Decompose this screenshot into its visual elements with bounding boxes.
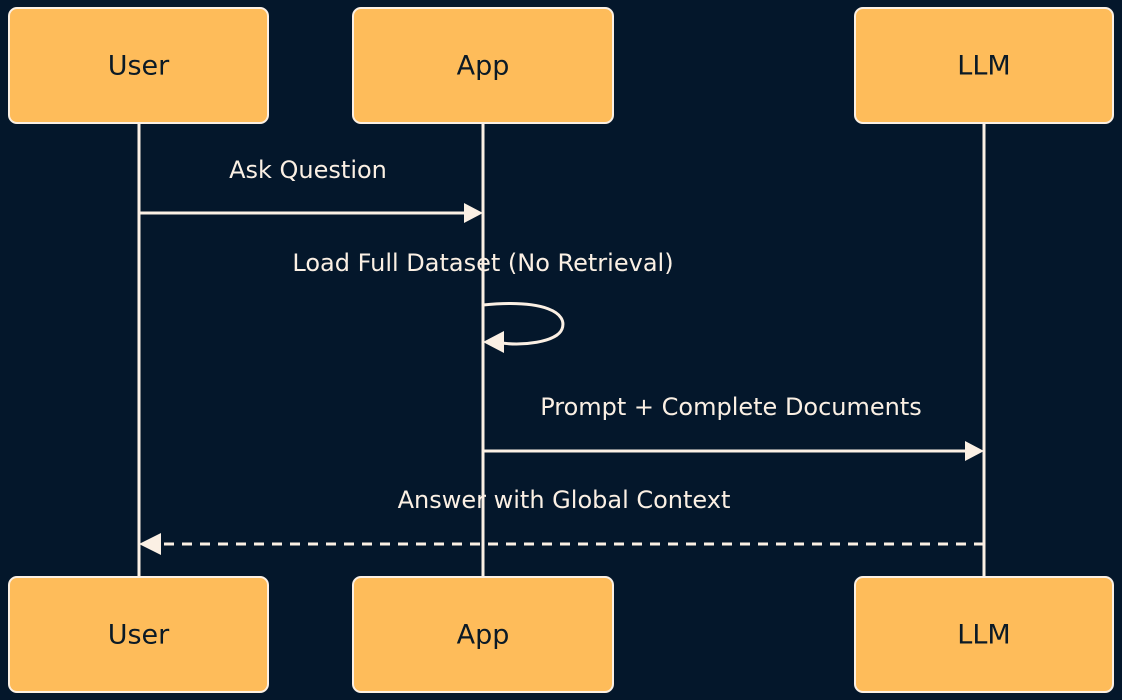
message-ask-question[interactable]: Ask Question [139, 156, 483, 223]
actor-rect-user-bottom [8, 576, 269, 693]
arrowhead-load-full-dataset [483, 331, 504, 353]
actor-label-user-top: User [108, 51, 170, 82]
arrowhead-answer-with-global-context [139, 533, 161, 555]
message-label-ask-question: Ask Question [229, 156, 387, 184]
actor-rect-app-top [352, 7, 614, 124]
actor-rect-llm-bottom [854, 576, 1114, 693]
message-label-prompt-complete-documents: Prompt + Complete Documents [540, 393, 922, 421]
actor-box-app-top[interactable]: App [352, 7, 614, 124]
message-label-answer-with-global-context: Answer with Global Context [398, 486, 731, 514]
actor-box-user-bottom[interactable]: User [8, 576, 269, 693]
message-answer-with-global-context[interactable]: Answer with Global Context [139, 486, 984, 555]
lifelines-group [137, 123, 986, 577]
actor-rect-app-bottom [352, 576, 614, 693]
actor-label-user-bottom: User [108, 620, 170, 651]
self-loop-path-load-full-dataset [482, 302, 565, 346]
message-prompt-complete-documents[interactable]: Prompt + Complete Documents [483, 393, 984, 461]
message-load-full-dataset[interactable]: Load Full Dataset (No Retrieval) [292, 249, 674, 353]
actor-box-llm-top[interactable]: LLM [854, 7, 1114, 124]
arrowhead-ask-question [464, 203, 483, 223]
actor-box-user-top[interactable]: User [8, 7, 269, 124]
actor-rect-user-top [8, 7, 269, 124]
actor-rect-llm-top [854, 7, 1114, 124]
actor-label-llm-bottom: LLM [957, 620, 1010, 651]
actor-label-llm-top: LLM [957, 51, 1010, 82]
actor-label-app-top: App [457, 51, 510, 82]
actor-box-llm-bottom[interactable]: LLM [854, 576, 1114, 693]
actor-box-app-bottom[interactable]: App [352, 576, 614, 693]
message-label-load-full-dataset: Load Full Dataset (No Retrieval) [292, 249, 673, 277]
actor-label-app-bottom: App [457, 620, 510, 651]
arrowhead-prompt-complete-documents [965, 441, 984, 461]
